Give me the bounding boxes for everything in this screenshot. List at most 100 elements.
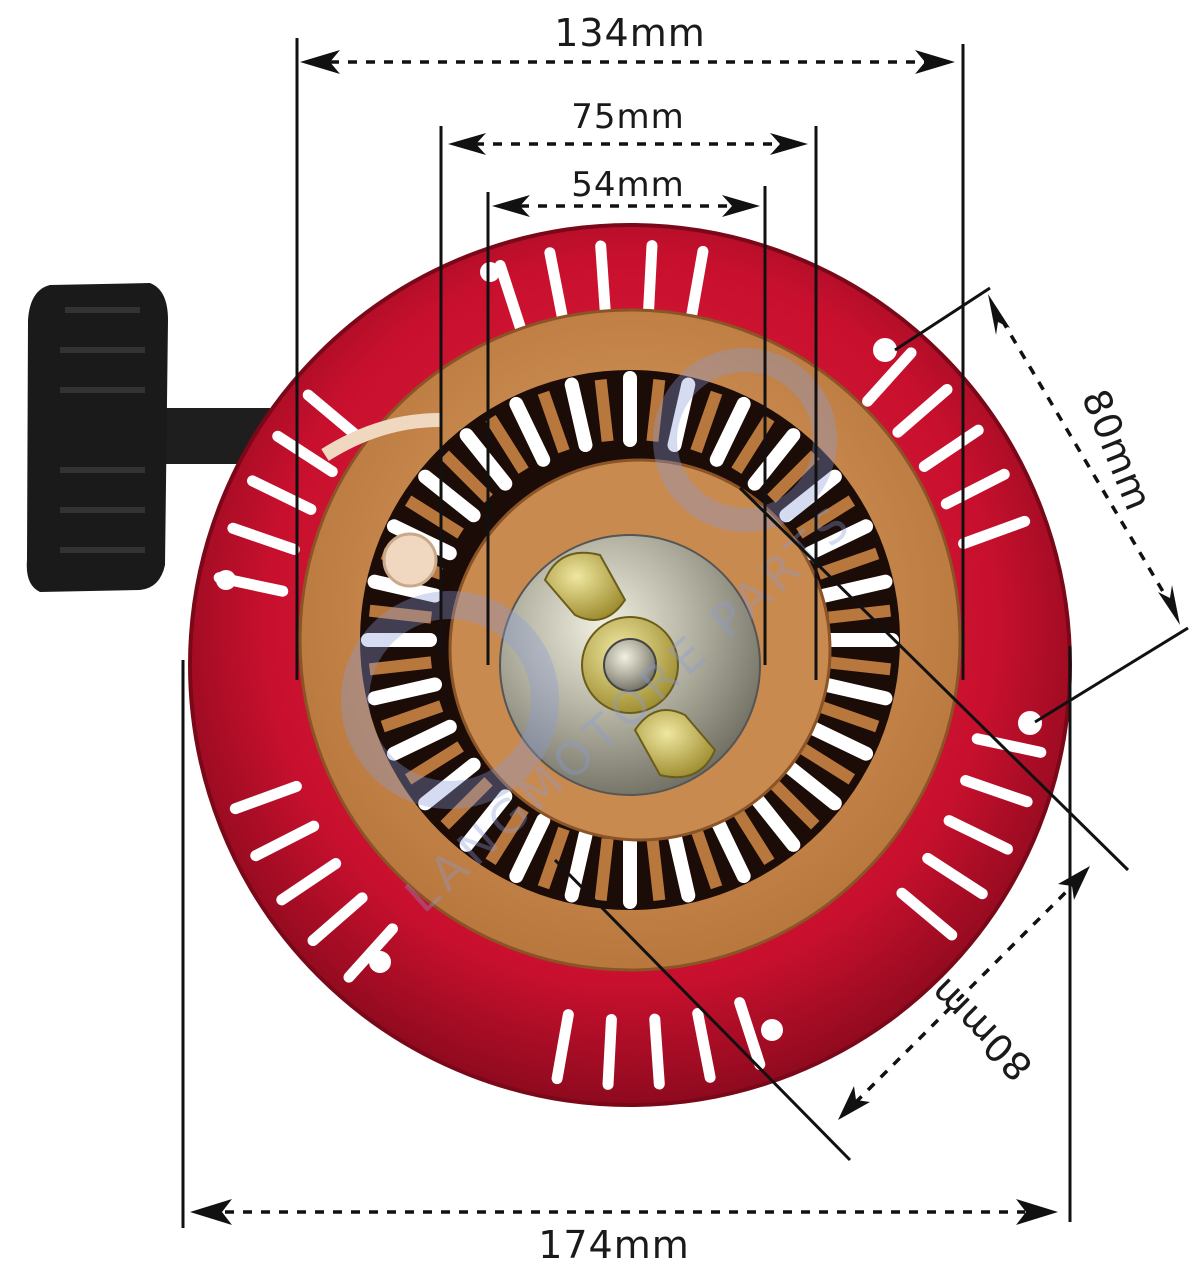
- pulley-fin-gap: [418, 757, 481, 811]
- pulley-fin: [485, 414, 529, 474]
- pulley-fin: [380, 700, 444, 733]
- vent-slot: [494, 260, 526, 333]
- watermark-logo: [341, 591, 559, 809]
- pulley-fin: [828, 656, 892, 676]
- mount-hole: [761, 1019, 783, 1041]
- vent-slot: [862, 347, 917, 407]
- dimension-174mm: 174mm: [181, 646, 1072, 1267]
- pulley-fin: [816, 700, 880, 733]
- handle-ribs: [60, 307, 145, 553]
- vent-slot: [686, 245, 709, 321]
- vent-slot: [602, 1014, 617, 1090]
- ratchet-hub: [499, 534, 761, 796]
- vent-slot: [307, 892, 368, 947]
- pulley-fin: [690, 826, 723, 890]
- pulley-fin-gap: [509, 396, 551, 467]
- pulley-fin-gap: [709, 813, 751, 884]
- housing-vent-slots: [213, 240, 1047, 1090]
- pulley-fin: [404, 741, 464, 785]
- pulley-fin: [796, 741, 856, 785]
- pulley-fin-gap: [709, 396, 751, 467]
- vent-slot: [692, 1007, 716, 1083]
- label-75mm: 75mm: [571, 97, 685, 137]
- vent-slot: [958, 515, 1031, 550]
- vent-slot: [544, 247, 568, 323]
- vent-slot: [960, 775, 1033, 808]
- vent-slot: [229, 780, 302, 815]
- pulley-fin: [690, 390, 723, 454]
- pulley-fin-gap: [418, 469, 481, 523]
- vent-slot: [643, 240, 658, 316]
- pulley-fin: [485, 806, 529, 866]
- vent-slot: [302, 389, 364, 443]
- pulley-fin-gap: [367, 574, 443, 603]
- vent-slot: [734, 997, 766, 1070]
- dimension-134mm: 134mm: [295, 11, 965, 680]
- vent-slot: [250, 820, 320, 862]
- pulley-fin-gap: [667, 827, 696, 903]
- handle-grip: [26, 283, 168, 592]
- pulley-fin-gap: [747, 789, 801, 852]
- pulley-fin: [594, 838, 614, 902]
- vent-slot: [940, 468, 1010, 510]
- pulley-fin-gap: [367, 677, 443, 706]
- vent-slot: [227, 522, 300, 555]
- pulley-fins: [361, 371, 899, 909]
- label-54mm: 54mm: [571, 165, 685, 205]
- pulley-fin: [594, 378, 614, 442]
- pulley-fin-gap: [817, 677, 893, 706]
- pulley-fin-gap: [747, 428, 801, 491]
- pulley-fin: [731, 806, 775, 866]
- label-134mm: 134mm: [554, 11, 706, 55]
- pulley-fin: [440, 777, 493, 830]
- pulley-fin: [828, 604, 892, 624]
- pulley-fin-gap: [779, 469, 842, 523]
- pulley-fin-gap: [803, 519, 874, 561]
- ratchet-pawl: [633, 709, 717, 779]
- vent-slot: [943, 815, 1013, 855]
- pulley-fin-gap: [564, 827, 593, 903]
- watermark-logo: [653, 348, 837, 532]
- vent-slot: [918, 424, 984, 472]
- dimension-54mm: 54mm: [486, 165, 767, 665]
- pulley-fin-gap: [386, 719, 457, 761]
- pulley-fin-gap: [779, 757, 842, 811]
- ratchet-pawl: [543, 551, 627, 621]
- pulley-fin: [368, 604, 432, 624]
- pulley-fin-gap: [667, 377, 696, 453]
- pull-handle: [26, 283, 270, 592]
- vent-slot: [247, 475, 317, 515]
- vent-slot: [551, 1009, 574, 1085]
- pulley-fin: [537, 826, 570, 890]
- vent-slot: [896, 887, 958, 941]
- vent-slot: [922, 852, 988, 900]
- vent-slot: [343, 923, 398, 983]
- starter-rope: [321, 413, 441, 461]
- vent-slot: [595, 240, 611, 317]
- center-bolt: [603, 638, 657, 692]
- mount-hole: [216, 570, 236, 590]
- pulley-fin-gap: [803, 719, 874, 761]
- pulley-fin: [646, 838, 666, 902]
- vent-slot: [272, 430, 338, 478]
- mount-hole: [369, 951, 391, 973]
- pulley-fin: [404, 495, 464, 539]
- dimension-75mm: 75mm: [439, 97, 818, 680]
- rope-knot: [382, 532, 438, 588]
- label-80mm-right: 80mm: [1073, 383, 1161, 517]
- pulley-fin-gap: [459, 789, 513, 852]
- vent-slot: [276, 858, 342, 906]
- label-80mm-lower-right: 80mm: [921, 969, 1041, 1089]
- mount-hole: [480, 262, 500, 282]
- vent-slot: [971, 733, 1047, 758]
- mount-hole: [1018, 711, 1042, 735]
- label-174mm: 174mm: [538, 1223, 690, 1267]
- vent-slot: [892, 383, 953, 438]
- pulley-fin-gap: [459, 428, 513, 491]
- pulley-fin: [767, 450, 820, 503]
- pulley-fin: [796, 495, 856, 539]
- pulley-fin: [767, 777, 820, 830]
- pulley-fin: [816, 547, 880, 580]
